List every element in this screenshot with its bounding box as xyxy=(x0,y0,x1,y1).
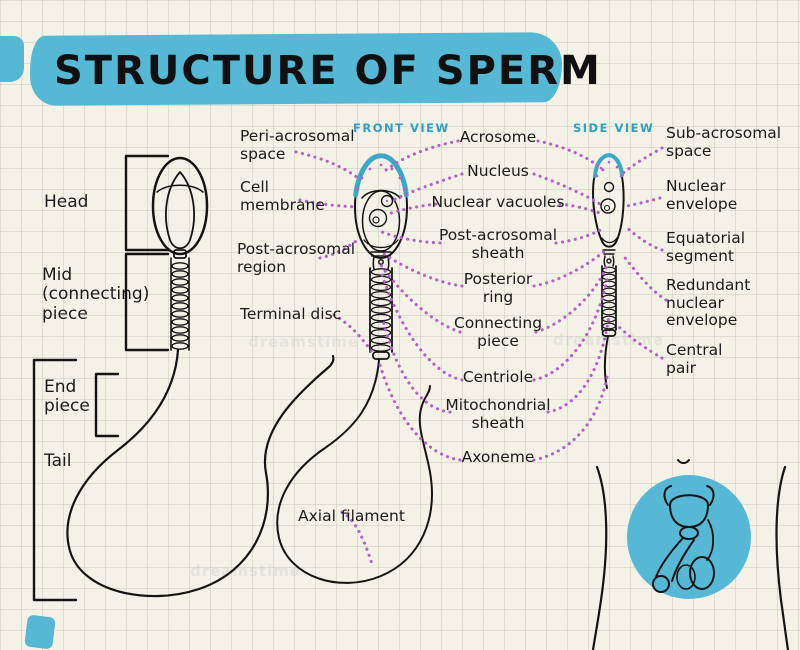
label-terminal-disc: Terminal disc xyxy=(240,305,342,323)
overview-label-end-piece: End piece xyxy=(44,377,90,417)
label-centriole: Centriole xyxy=(462,368,534,386)
label-post-acrosomal-region: Post-acrosomal region xyxy=(237,240,356,276)
side-view-heading: SIDE VIEW xyxy=(573,121,655,135)
label-peri-acrosomal-space: Peri-acrosomal space xyxy=(240,127,355,163)
label-nucleus: Nucleus xyxy=(467,162,529,180)
label-mitochondrial-sheath: Mitochondrial sheath xyxy=(445,396,551,432)
front-view-heading: FRONT VIEW xyxy=(353,121,450,135)
label-connecting-piece: Connecting piece xyxy=(453,314,543,350)
male-anatomy-inset xyxy=(591,459,790,650)
anatomy-highlight-circle xyxy=(627,475,751,599)
overview-label-tail: Tail xyxy=(44,451,72,471)
watermark: dreamstime xyxy=(190,562,302,580)
watermark: dreamstime xyxy=(553,331,665,349)
label-axial-filament: Axial filament xyxy=(298,507,405,525)
overview-brackets xyxy=(32,154,170,602)
front-view-sperm-drawing xyxy=(276,153,433,584)
label-sub-acrosomal-space: Sub-acrosomal space xyxy=(666,124,782,160)
label-posterior-ring: Posterior ring xyxy=(463,270,533,306)
overview-label-head: Head xyxy=(44,192,89,212)
label-cell-membrane: Cell membrane xyxy=(240,178,325,214)
side-view-sperm-drawing xyxy=(592,152,625,389)
label-nuclear-vacuoles: Nuclear vacuoles xyxy=(431,193,565,211)
connector-lines xyxy=(294,139,668,566)
overview-label-mid-piece: Mid (connecting) piece xyxy=(42,265,150,324)
label-acrosome: Acrosome xyxy=(459,128,537,146)
watermark: dreamstime xyxy=(248,333,360,351)
label-post-acrosomal-sheath: Post-acrosomal sheath xyxy=(438,226,558,262)
label-nuclear-envelope: Nuclear envelope xyxy=(666,177,738,213)
brush-mark-bottom-left xyxy=(24,614,56,650)
label-axoneme: Axoneme xyxy=(461,448,535,466)
page-title: STRUCTURE OF SPERM xyxy=(54,48,602,94)
brush-mark-top-left xyxy=(0,36,24,82)
label-redundant-nuclear-envelope: Redundant nuclear envelope xyxy=(666,276,751,330)
overview-sperm-drawing xyxy=(66,156,335,598)
label-central-pair: Central pair xyxy=(666,341,723,377)
label-equatorial-segment: Equatorial segment xyxy=(666,229,745,265)
